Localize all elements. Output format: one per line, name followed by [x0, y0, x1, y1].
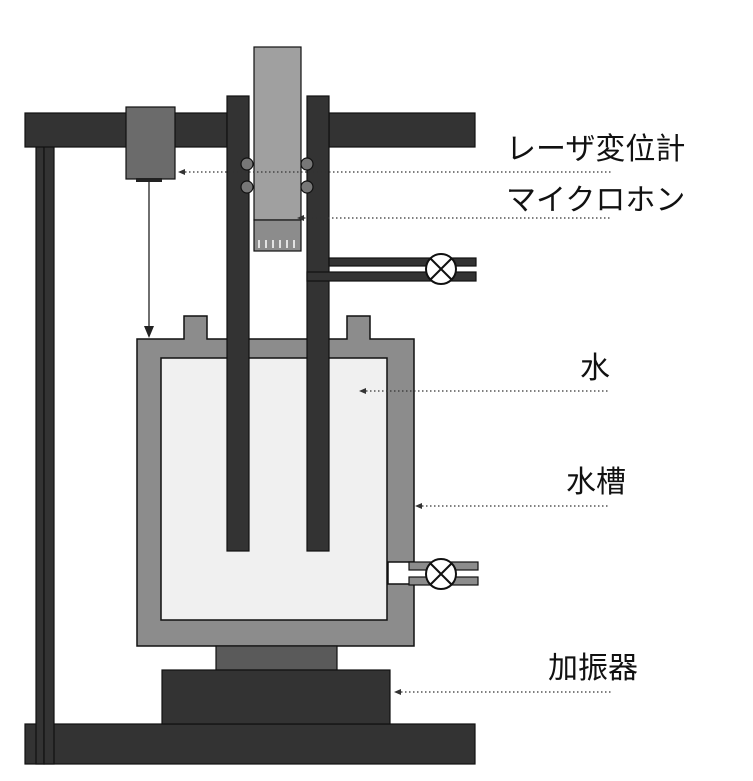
tube-right-wall — [306, 95, 330, 552]
upper-valve-icon — [425, 253, 457, 285]
label-water-tank: 水槽 — [566, 465, 626, 500]
label-shaker: 加振器 — [548, 651, 638, 686]
shaker — [161, 645, 391, 725]
support-frame — [24, 112, 476, 765]
o-ring-lower-left — [240, 180, 254, 194]
shaker-body — [161, 669, 391, 725]
drain-pipe — [408, 558, 479, 590]
label-laser-displacement-meter: レーザ変位計 — [506, 132, 685, 167]
microphone-grille — [258, 240, 295, 248]
laser-sensor-body — [125, 106, 176, 180]
shaker-table — [215, 645, 338, 671]
upper-pipe-lower — [306, 271, 477, 282]
leader-tank-arrow — [415, 503, 422, 509]
leader-shaker-arrow — [394, 689, 401, 695]
labels: レーザ変位計 マイクロホン 水 水槽 加振器 — [506, 132, 685, 686]
leader-water-arrow — [359, 388, 366, 394]
microphone-body — [253, 46, 302, 221]
frame-base — [24, 723, 476, 765]
microphone-head — [253, 219, 302, 252]
leader-microphone-arrow — [297, 215, 304, 221]
o-ring-lower-right — [300, 180, 314, 194]
upper-pipe-upper — [328, 257, 477, 267]
leader-laser-arrow — [178, 169, 185, 175]
tube-left-wall — [226, 95, 250, 552]
o-ring-upper-right — [300, 157, 314, 171]
upper-side-pipe — [306, 253, 477, 285]
leader-lines — [178, 169, 612, 695]
laser-sensor — [125, 106, 176, 338]
microphone-assembly — [240, 46, 314, 252]
laser-sensor-lens — [136, 178, 162, 182]
frame-top-beam-right — [328, 112, 476, 148]
o-rings — [240, 157, 314, 194]
resonance-tube — [226, 95, 330, 552]
laser-arrowhead — [144, 326, 154, 338]
water-tank — [136, 315, 415, 647]
label-water: 水 — [580, 351, 610, 386]
frame-left-post-outer — [35, 145, 45, 765]
label-microphone: マイクロホン — [506, 183, 685, 218]
frame-left-post-inner — [43, 145, 55, 765]
drain-valve-icon — [425, 558, 457, 590]
tank-water — [160, 357, 388, 621]
o-ring-upper-left — [240, 157, 254, 171]
